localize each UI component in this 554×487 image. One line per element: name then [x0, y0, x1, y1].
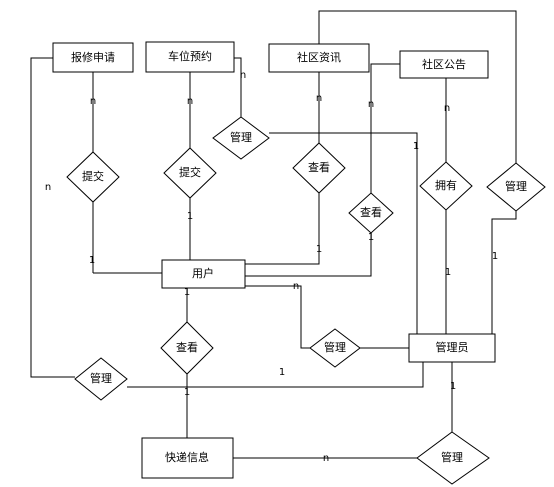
relation-label: 查看	[176, 340, 198, 354]
cardinality-labels: n n 1 n 1 n 1 n 1 n 1 n 1 1 1 1 n 1 1 n	[45, 70, 498, 464]
entity-label: 管理员	[436, 340, 469, 354]
entity-express-info: 快递信息	[141, 437, 234, 479]
relation-view-express: 查看	[160, 321, 214, 375]
relation-label: 查看	[308, 160, 330, 174]
cardinality-label: 1	[89, 255, 95, 266]
relation-label: 拥有	[435, 178, 457, 192]
relation-label: 管理	[230, 130, 252, 144]
cardinality-label: n	[90, 96, 96, 107]
cardinality-label: n	[240, 70, 246, 81]
relation-view-notice: 查看	[348, 192, 394, 234]
relation-label: 管理	[90, 371, 112, 385]
relation-manage-express: 管理	[416, 431, 490, 485]
cardinality-label: n	[316, 93, 322, 104]
entity-repair-request: 报修申请	[52, 42, 134, 73]
cardinality-label: n	[368, 99, 374, 110]
cardinality-label: n	[187, 96, 193, 107]
cardinality-label: 1	[450, 381, 456, 392]
relation-own-notice: 拥有	[419, 161, 473, 211]
relation-label: 提交	[82, 169, 104, 183]
relation-submit-repair: 提交	[66, 151, 120, 203]
entity-parking-booking: 车位预约	[145, 41, 235, 73]
relation-label: 管理	[505, 179, 527, 193]
cardinality-label: 1	[445, 267, 451, 278]
cardinality-label: 1	[184, 387, 190, 398]
entity-admin: 管理员	[408, 333, 496, 363]
relation-label: 管理	[441, 450, 463, 464]
entity-label: 车位预约	[168, 49, 212, 63]
entity-community-news: 社区资讯	[268, 43, 370, 73]
relation-manage-repair: 管理	[74, 357, 128, 401]
relation-label: 管理	[324, 340, 346, 354]
cardinality-label: 1	[368, 232, 374, 243]
relation-manage-parking: 管理	[212, 116, 270, 160]
entity-label: 报修申请	[71, 50, 115, 64]
entity-user: 用户	[161, 259, 246, 289]
entity-label: 快递信息	[165, 450, 209, 464]
cardinality-label: 1	[492, 251, 498, 262]
relation-manage-user: 管理	[309, 328, 361, 368]
cardinality-label: 1	[279, 367, 285, 378]
connector-lines	[30, 10, 517, 459]
entity-label: 社区资讯	[297, 50, 341, 64]
cardinality-label: n	[45, 182, 51, 193]
cardinality-label: n	[323, 453, 329, 464]
cardinality-label: 1	[316, 244, 322, 255]
cardinality-label: 1	[184, 287, 190, 298]
entity-community-notice: 社区公告	[399, 50, 489, 79]
entity-label: 社区公告	[422, 57, 466, 71]
relation-label: 提交	[179, 165, 201, 179]
entity-label: 用户	[192, 266, 214, 280]
relation-label: 查看	[360, 205, 382, 219]
cardinality-label: n	[293, 281, 299, 292]
relation-view-news: 查看	[292, 142, 346, 194]
relation-submit-parking: 提交	[163, 147, 217, 199]
cardinality-label: 1	[187, 211, 193, 222]
cardinality-label: n	[444, 103, 450, 114]
cardinality-label: 1	[413, 141, 419, 152]
relation-manage-news: 管理	[486, 162, 546, 212]
